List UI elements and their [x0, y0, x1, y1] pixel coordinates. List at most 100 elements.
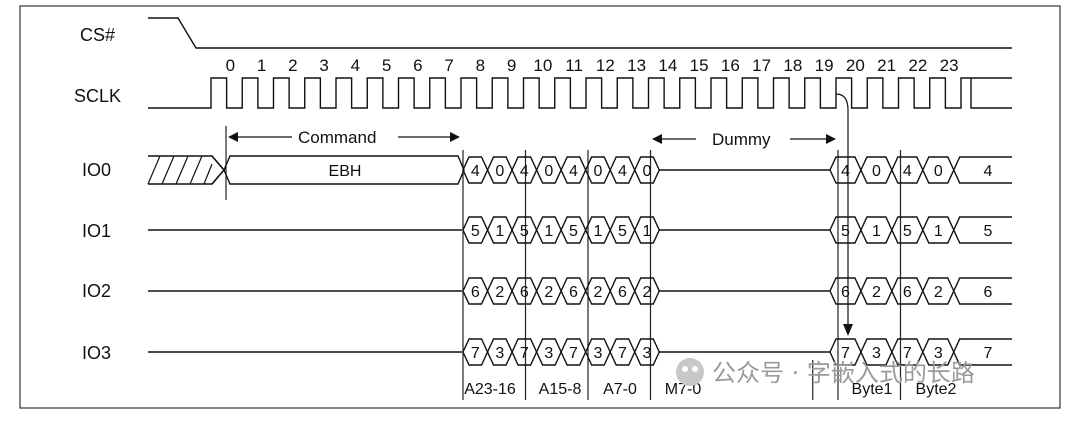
io-data-cell-value: 6 [841, 284, 850, 301]
clock-number: 2 [288, 56, 297, 75]
segment-label: A15-8 [539, 381, 582, 398]
io-nibble-cell-value: 5 [618, 223, 627, 240]
io-nibble-cell-value: 3 [495, 345, 504, 362]
command-annotation: Command [225, 126, 460, 200]
io-nibble-cell-value: 3 [544, 345, 553, 362]
cs-waveform [148, 17, 1012, 49]
clock-number: 11 [565, 56, 583, 75]
io-nibble-cell-value: 6 [520, 284, 529, 301]
io-nibble-cell-value: 2 [495, 284, 504, 301]
clock-number: 15 [690, 56, 709, 75]
io3-label: IO3 [82, 343, 111, 363]
io-trailing-value: 4 [984, 163, 993, 180]
clock-number: 1 [257, 56, 266, 75]
clock-number: 20 [846, 56, 865, 75]
io-nibble-cell-value: 0 [643, 163, 652, 180]
io-nibble-cell-value: 4 [471, 163, 480, 180]
io-data-cell-value: 4 [841, 163, 850, 180]
io-data-cell-value: 0 [872, 163, 881, 180]
watermark-text: 公众号 · 字嵌入式的长路 [712, 359, 975, 387]
io-nibble-cell-value: 2 [593, 284, 602, 301]
io-nibble-cell-value: 0 [495, 163, 504, 180]
segment-label: A7-0 [603, 381, 637, 398]
io-data-cell-value: 7 [903, 345, 912, 362]
clock-number: 16 [721, 56, 740, 75]
clock-number: 5 [382, 56, 391, 75]
clock-number: 3 [319, 56, 328, 75]
sclk-waveform [148, 77, 1012, 109]
io-nibble-cell-value: 0 [593, 163, 602, 180]
clock-number: 4 [351, 56, 360, 75]
clock-number: 7 [444, 56, 453, 75]
io-trailing-cell [952, 338, 1012, 366]
clock-number: 21 [877, 56, 896, 75]
io-data-cell-value: 3 [872, 345, 881, 362]
dummy-annotation: Dummy [652, 130, 836, 149]
io-data-cell-value: 6 [903, 284, 912, 301]
io-data-cell-value: 1 [934, 223, 943, 240]
io-nibble-cell-value: 2 [643, 284, 652, 301]
io-data-cell-value: 4 [903, 163, 912, 180]
io-nibble-cell-value: 6 [618, 284, 627, 301]
dummy-arrowhead-right [826, 134, 836, 144]
diagram-frame [19, 5, 1061, 409]
io-nibble-cell-value: 5 [520, 223, 529, 240]
io-nibble-cell-value: 7 [520, 345, 529, 362]
io-nibble-cell-value: 6 [471, 284, 480, 301]
segment-label: Byte1 [852, 381, 893, 398]
io0-label: IO0 [82, 160, 111, 180]
clock-number: 14 [658, 56, 677, 75]
io-trailing-value: 7 [984, 345, 993, 362]
clock-number: 8 [476, 56, 485, 75]
io-data-cell-value: 5 [841, 223, 850, 240]
clock-number: 10 [533, 56, 552, 75]
io-nibble-cell-value: 2 [544, 284, 553, 301]
io-nibble-cell-value: 7 [618, 345, 627, 362]
clock-number: 9 [507, 56, 516, 75]
io0-command-bus: EBH [211, 155, 465, 185]
io-data-cell-value: 7 [841, 345, 850, 362]
watermark-logo-icon [676, 358, 704, 386]
io-nibble-cell-value: 1 [495, 223, 504, 240]
io-data-cell-value: 1 [872, 223, 881, 240]
clock-number: 6 [413, 56, 422, 75]
sclk-label: SCLK [74, 86, 121, 106]
command-arrowhead-right [450, 132, 460, 142]
io-nibble-cell-value: 7 [569, 345, 578, 362]
io1-label: IO1 [82, 221, 111, 241]
io-nibble-cell-value: 7 [471, 345, 480, 362]
io-nibble-cell-value: 5 [569, 223, 578, 240]
segment-label: Byte2 [916, 381, 957, 398]
io-trailing-value: 6 [984, 284, 993, 301]
read-start-arrow [835, 93, 849, 326]
clock-number: 18 [783, 56, 802, 75]
io-trailing-value: 5 [984, 223, 993, 240]
io-nibble-cell-value: 4 [618, 163, 627, 180]
io-nibble-cell-value: 1 [544, 223, 553, 240]
io-nibble-cell-value: 4 [520, 163, 529, 180]
clock-number: 17 [752, 56, 771, 75]
io-nibble-cell-value: 6 [569, 284, 578, 301]
command-label: Command [298, 128, 376, 147]
io-nibble-cell-value: 3 [643, 345, 652, 362]
io-nibble-cell-value: 4 [569, 163, 578, 180]
dummy-label: Dummy [712, 130, 771, 149]
io-nibble-cell-value: 5 [471, 223, 480, 240]
command-arrowhead-left [228, 132, 238, 142]
io-nibble-cell-value: 1 [593, 223, 602, 240]
clock-number: 22 [908, 56, 927, 75]
io0-dont-care [147, 155, 225, 185]
io-nibble-cell-value: 3 [593, 345, 602, 362]
clock-number: 12 [596, 56, 615, 75]
clock-number: 13 [627, 56, 646, 75]
io0-command-box [223, 155, 465, 185]
io0-command-value: EBH [329, 163, 362, 180]
sclk-tail [970, 78, 1012, 109]
